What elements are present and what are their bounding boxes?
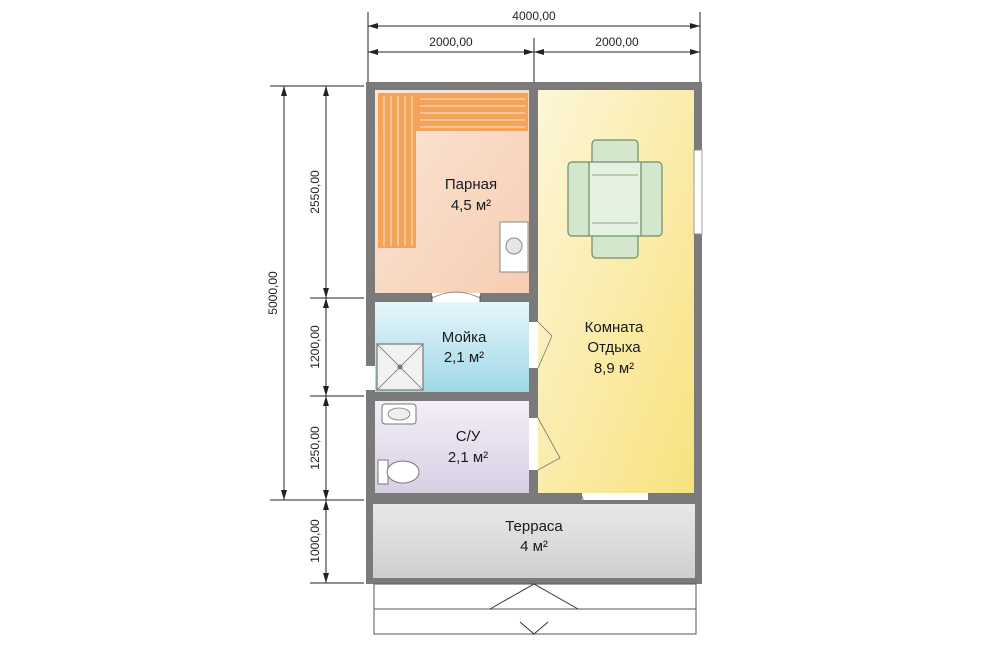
bathroom-area-label: 2,1 м²	[448, 449, 488, 466]
dim-wash-height: 1200,00	[308, 325, 322, 369]
stove-icon	[499, 221, 529, 273]
rest-room-label-line2: Отдыха	[587, 339, 641, 356]
wash-room-area-label: 2,1 м²	[444, 349, 484, 366]
dim-right-width: 2000,00	[595, 35, 639, 49]
terrace-area-label: 4 м²	[520, 538, 548, 555]
steam-room-area-label: 4,5 м²	[451, 197, 491, 214]
dim-total-width: 4000,00	[512, 9, 556, 23]
dim-steam-height: 2550,00	[308, 170, 322, 214]
dim-terrace-height: 1000,00	[308, 519, 322, 563]
sink-icon	[381, 403, 417, 425]
top-dimensions: 4000,00 2000,00 2000,00	[367, 9, 701, 82]
table-with-chairs-icon	[567, 139, 663, 259]
dim-left-width: 2000,00	[429, 35, 473, 49]
wash-room-label: Мойка	[442, 329, 487, 346]
steam-room-label: Парная	[445, 176, 497, 193]
steam-bench	[378, 93, 528, 248]
terrace-steps	[373, 583, 697, 635]
toilet-icon	[377, 459, 420, 485]
left-dimensions: 5000,00 2550,00 1200,00 1250,00 1000,00	[266, 85, 364, 584]
dim-bath-height: 1250,00	[308, 426, 322, 470]
terrace-label: Терраса	[505, 518, 563, 535]
rest-room-label-line1: Комната	[585, 319, 644, 336]
bathroom-label: С/У	[456, 428, 481, 445]
dim-total-height: 5000,00	[266, 271, 280, 315]
shower-icon	[376, 343, 424, 391]
terrace-area	[373, 504, 695, 578]
rest-room-area-label: 8,9 м²	[594, 360, 634, 377]
